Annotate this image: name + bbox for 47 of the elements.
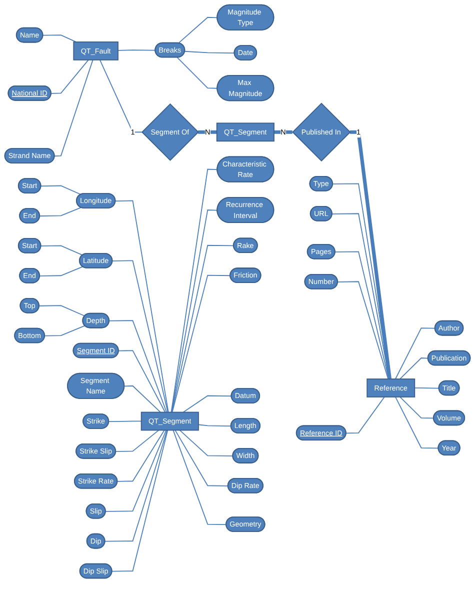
connector xyxy=(176,57,218,89)
connector xyxy=(112,260,168,413)
connector xyxy=(124,385,161,413)
connector xyxy=(50,59,89,94)
connector xyxy=(334,251,390,380)
connector xyxy=(184,50,235,54)
connector xyxy=(400,358,429,380)
connector xyxy=(118,350,166,413)
connector xyxy=(108,320,168,413)
connector xyxy=(105,430,167,512)
connector xyxy=(112,430,168,572)
connector xyxy=(108,420,142,422)
connector xyxy=(172,430,227,526)
connector xyxy=(115,430,160,452)
connector xyxy=(182,395,232,413)
connector xyxy=(39,266,84,276)
connector xyxy=(39,207,82,216)
connector xyxy=(394,328,436,380)
connector xyxy=(171,210,218,413)
connector xyxy=(414,388,440,389)
connector xyxy=(350,130,392,380)
connector xyxy=(174,430,229,486)
connector xyxy=(198,424,232,426)
connector xyxy=(104,430,168,542)
connector xyxy=(400,396,434,419)
connector xyxy=(346,396,385,434)
connector xyxy=(170,168,218,413)
connector xyxy=(118,50,156,51)
connector xyxy=(117,430,165,482)
connector xyxy=(274,130,292,134)
connector xyxy=(115,200,169,413)
connector xyxy=(394,396,439,449)
connector xyxy=(198,130,217,134)
connector xyxy=(99,59,142,133)
connector xyxy=(179,430,234,456)
connector xyxy=(42,34,77,42)
connector xyxy=(40,185,82,195)
connector xyxy=(171,244,234,413)
connector xyxy=(337,281,389,380)
connector xyxy=(54,59,94,157)
connector xyxy=(332,213,390,380)
connector xyxy=(40,245,84,256)
connector xyxy=(332,183,390,380)
connector xyxy=(44,325,86,336)
connector xyxy=(178,16,218,44)
connector xyxy=(172,274,231,413)
connector xyxy=(38,305,86,316)
